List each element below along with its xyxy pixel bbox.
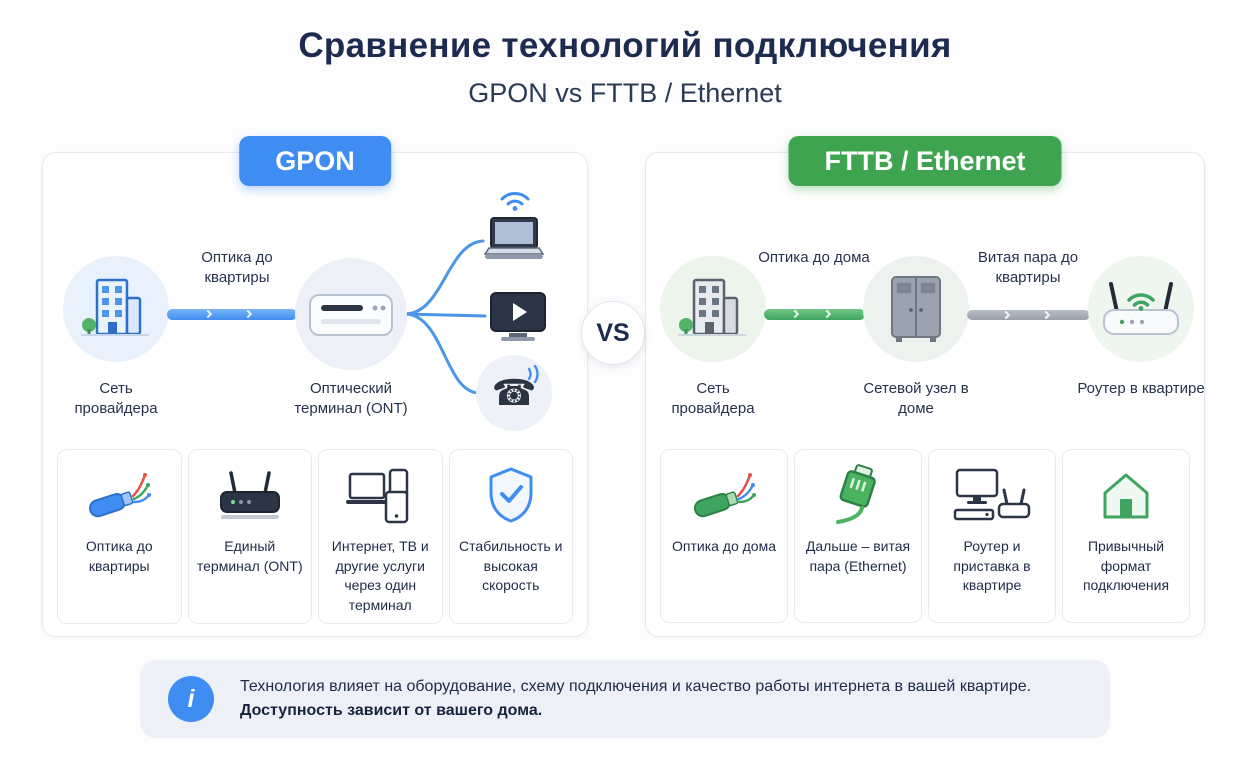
ont-terminal-icon [217, 462, 283, 528]
gpon-feature-card: Интернет, ТВ и другие услуги через один … [318, 449, 443, 625]
provider-network-node [63, 256, 169, 362]
wifi-icon [500, 192, 530, 211]
fiber-cable-blue-icon [87, 462, 152, 528]
gpon-badge: GPON [239, 136, 391, 186]
fiber-cable-label: Оптика до дома [758, 249, 870, 266]
ethernet-plug-icon [830, 462, 886, 528]
cable-connector-icon [1041, 310, 1051, 320]
provider-network-node [660, 256, 766, 362]
gpon-feature-card: Стабильность и высокая скорость [448, 449, 573, 625]
wifi-router-icon [1103, 282, 1179, 335]
provider-network-label: Сеть провайдера [74, 380, 158, 418]
fttb-feature-card: Дальше – витая пара (Ethernet) [794, 449, 922, 623]
twisted-pair-line [967, 310, 1090, 320]
phone-node: ☎ [476, 355, 552, 431]
cable-connector-icon [203, 309, 213, 319]
page-title: Сравнение технологий подключения [298, 26, 952, 65]
feature-label: Единый терминал (ONT) [196, 538, 303, 574]
gpon-features: Оптика до квартиры Единый терминал (ONT) [57, 449, 573, 625]
network-cabinet-icon [891, 276, 941, 342]
tv-icon [490, 292, 546, 341]
gpon-feature-card: Единый терминал (ONT) [187, 449, 312, 625]
fiber-cable-line [764, 309, 865, 320]
feature-label: Привычный формат подключения [1082, 538, 1170, 594]
fiber-cable-label: Оптика до квартиры [201, 249, 273, 287]
page-subtitle: GPON vs FTTB / Ethernet [468, 78, 782, 108]
info-line1: Технология влияет на оборудование, схему… [240, 678, 1032, 695]
ont-device-icon [309, 294, 393, 336]
info-icon: i [168, 676, 214, 722]
network-node-label: Сетевой узел в доме [863, 380, 969, 418]
fttb-feature-card: Оптика до дома [660, 449, 788, 623]
vs-badge: VS [581, 301, 645, 365]
cable-connector-icon [1001, 310, 1011, 320]
sound-waves-icon [527, 365, 539, 383]
router-label: Роутер в квартире [1077, 380, 1205, 397]
network-node [863, 256, 969, 362]
building-blue-icon [81, 278, 149, 336]
ont-label: Оптический терминал (ONT) [294, 380, 408, 418]
info-text: Технология влияет на оборудование, схему… [240, 678, 1031, 720]
gpon-feature-card: Оптика до квартиры [57, 449, 182, 625]
feature-label: Оптика до квартиры [85, 538, 153, 574]
feature-label: Интернет, ТВ и другие услуги через один … [331, 538, 429, 613]
fttb-panel: FTTB / Ethernet Сеть провайдера Оптика д… [645, 136, 1205, 637]
ont-node [295, 258, 407, 370]
house-icon [1097, 462, 1155, 528]
building-gray-icon [678, 278, 746, 336]
fttb-badge: FTTB / Ethernet [788, 136, 1062, 186]
cable-connector-icon [790, 309, 800, 319]
gpon-panel: GPON Сеть провайдера Оптика до квартиры [42, 136, 588, 637]
provider-network-label: Сеть провайдера [671, 380, 755, 418]
fiber-cable-line [167, 309, 297, 320]
multi-devices-icon [346, 462, 414, 528]
fttb-feature-card: Роутер и приставка в квартире [928, 449, 1056, 623]
fttb-feature-card: Привычный формат подключения [1062, 449, 1190, 623]
info-line2: Доступность зависит от вашего дома. [240, 702, 543, 719]
router-settop-icon [951, 462, 1033, 528]
shield-check-icon [485, 462, 537, 528]
phone-icon: ☎ [491, 372, 537, 413]
feature-label: Стабильность и высокая скорость [459, 538, 563, 594]
feature-label: Оптика до дома [671, 538, 777, 554]
router-node [1088, 256, 1194, 362]
cable-connector-icon [822, 309, 832, 319]
info-bar: i Технология влияет на оборудование, схе… [140, 660, 1110, 738]
laptop-icon [483, 217, 545, 259]
feature-label: Дальше – витая пара (Ethernet) [805, 538, 911, 574]
fttb-features: Оптика до дома Дальше [660, 449, 1190, 623]
fiber-cable-green-icon [692, 462, 756, 528]
cable-connector-icon [243, 309, 253, 319]
twisted-pair-label: Витая пара до квартиры [977, 249, 1079, 287]
feature-label: Роутер и приставка в квартире [953, 538, 1031, 594]
